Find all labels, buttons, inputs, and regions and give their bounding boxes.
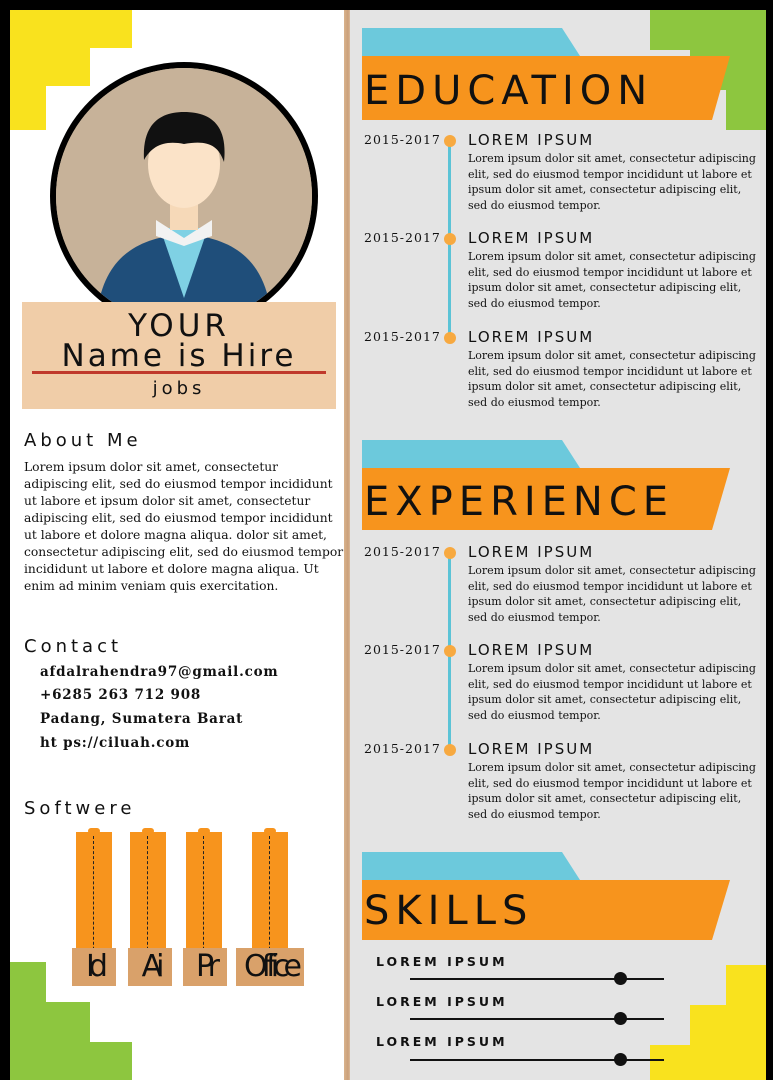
skills-banner <box>362 852 730 940</box>
person-illustration <box>56 68 312 324</box>
software-label-pr: Pr <box>183 948 227 986</box>
right-column: EDUCATION 2015-2017 LOREM IPSUM Lorem ip… <box>350 10 766 1080</box>
entry-title: LOREM IPSUM <box>468 740 595 758</box>
green-corner-decoration <box>10 962 132 1080</box>
education-heading: EDUCATION <box>364 68 654 114</box>
skill-slider-track <box>410 1059 664 1061</box>
entry-title: LOREM IPSUM <box>468 131 595 149</box>
contact-heading: Contact <box>24 636 123 657</box>
name-line-1: YOUR <box>128 308 230 344</box>
entry-title: LOREM IPSUM <box>468 641 595 659</box>
software-label-ai: Ai <box>128 948 172 986</box>
entry-year: 2015-2017 <box>364 544 441 559</box>
resume-page: YOUR Name is Hire jobs About Me Lorem ip… <box>10 10 766 1080</box>
avatar <box>56 68 312 324</box>
timeline-dot <box>444 645 456 657</box>
column-divider <box>344 10 352 1080</box>
job-subtitle: jobs <box>152 378 206 399</box>
about-heading: About Me <box>24 430 142 451</box>
entry-title: LOREM IPSUM <box>468 229 595 247</box>
experience-heading: EXPERIENCE <box>364 479 675 525</box>
contact-address: Padang, Sumatera Barat <box>40 711 244 727</box>
skills-heading: SKILLS <box>364 888 534 934</box>
yellow-corner-decoration-bottom-right <box>650 965 766 1080</box>
entry-year: 2015-2017 <box>364 329 441 344</box>
skill-slider-knob[interactable] <box>614 1012 628 1025</box>
skill-slider-knob[interactable] <box>614 972 628 985</box>
name-underline <box>32 371 326 374</box>
timeline-dot <box>444 135 456 147</box>
entry-text: Lorem ipsum dolor sit amet, consectetur … <box>468 349 756 409</box>
education-banner <box>362 28 730 120</box>
software-label-id: Id <box>72 948 116 986</box>
contact-phone: +6285 263 712 908 <box>40 687 202 703</box>
name-line-2: Name is Hire <box>61 338 297 374</box>
entry-title: LOREM IPSUM <box>468 543 595 561</box>
skill-slider-track <box>410 978 664 980</box>
about-text: Lorem ipsum dolor sit amet, consectetur … <box>24 460 344 593</box>
software-label-office: Office <box>236 948 304 986</box>
contact-email[interactable]: afdalrahendra97@gmail.com <box>40 664 279 680</box>
name-box: YOUR Name is Hire jobs <box>22 302 336 409</box>
skill-slider-knob[interactable] <box>614 1053 628 1066</box>
entry-text: Lorem ipsum dolor sit amet, consectetur … <box>468 564 756 624</box>
entry-text: Lorem ipsum dolor sit amet, consectetur … <box>468 761 756 821</box>
skill-slider-track <box>410 1018 664 1020</box>
entry-year: 2015-2017 <box>364 132 441 147</box>
experience-banner <box>362 440 730 530</box>
entry-text: Lorem ipsum dolor sit amet, consectetur … <box>468 152 756 212</box>
entry-text: Lorem ipsum dolor sit amet, consectetur … <box>468 250 756 310</box>
software-heading: Softwere <box>24 798 136 819</box>
timeline-dot <box>444 233 456 245</box>
timeline-dot <box>444 744 456 756</box>
skill-label: LOREM IPSUM <box>376 1034 508 1049</box>
skill-label: LOREM IPSUM <box>376 994 508 1009</box>
contact-website[interactable]: ht ps://ciluah.com <box>40 735 191 751</box>
entry-year: 2015-2017 <box>364 230 441 245</box>
timeline-dot <box>444 547 456 559</box>
timeline-dot <box>444 332 456 344</box>
entry-year: 2015-2017 <box>364 642 441 657</box>
entry-year: 2015-2017 <box>364 741 441 756</box>
skill-label: LOREM IPSUM <box>376 954 508 969</box>
yellow-corner-decoration <box>10 10 132 130</box>
left-column: YOUR Name is Hire jobs About Me Lorem ip… <box>10 10 350 1080</box>
profile-photo-frame <box>50 62 318 330</box>
entry-title: LOREM IPSUM <box>468 328 595 346</box>
entry-text: Lorem ipsum dolor sit amet, consectetur … <box>468 662 756 722</box>
